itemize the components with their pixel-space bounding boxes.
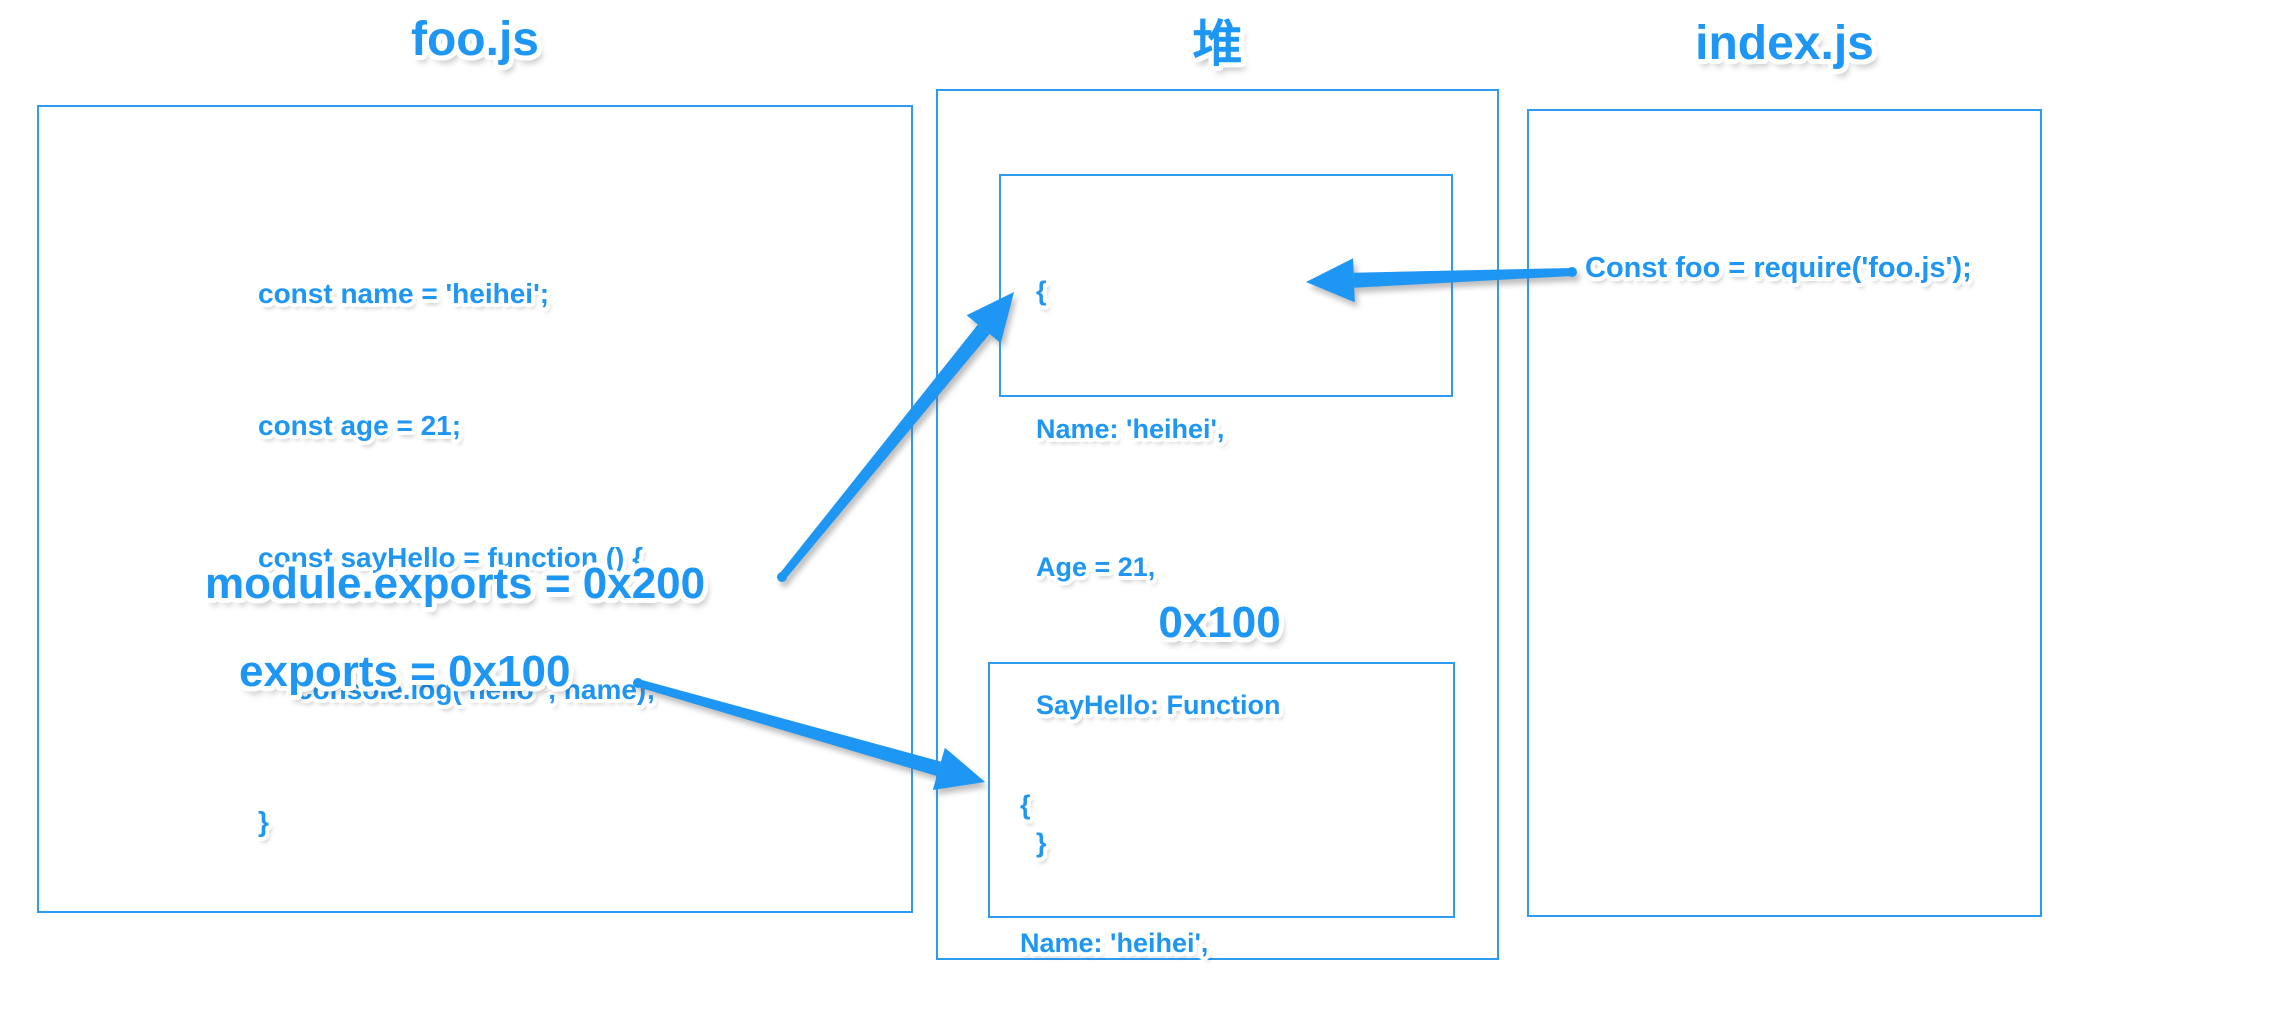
heap-object-top-text: { Name: 'heihei', Age = 21, SayHello: Fu… bbox=[1036, 176, 1281, 958]
foo-code-line: const sayHello = function () { bbox=[258, 542, 644, 573]
foo-js-title: foo.js bbox=[411, 13, 539, 66]
foo-code-line: } bbox=[258, 806, 269, 837]
heap-object-line: { bbox=[1036, 276, 1047, 306]
index-js-title: index.js bbox=[1695, 17, 1874, 70]
heap-object-line: } bbox=[1036, 828, 1047, 858]
foo-code-line: const age = 21; bbox=[258, 410, 462, 441]
address-label-0x100: 0x100 bbox=[1158, 598, 1281, 647]
index-js-box bbox=[1527, 109, 2042, 917]
foo-code-line: const name = 'heihei'; bbox=[258, 278, 550, 309]
heap-object-line: { bbox=[1020, 790, 1031, 820]
heap-object-bottom-box bbox=[988, 662, 1455, 918]
heap-object-line: Age = 21, bbox=[1036, 552, 1156, 582]
foo-code-block: const name = 'heihei'; const age = 21; c… bbox=[258, 184, 656, 932]
heap-object-line: Name: 'heihei', bbox=[1020, 928, 1209, 958]
heap-object-line: Name: 'heihei', bbox=[1036, 414, 1225, 444]
index-code-line: Const foo = require('foo.js'); bbox=[1585, 252, 1972, 284]
heap-object-line: SayHello: Function bbox=[1036, 690, 1281, 720]
heap-title: 堆 bbox=[1192, 16, 1243, 72]
annotation-exports: exports = 0x100 bbox=[239, 647, 571, 696]
heap-object-bottom-text: { Name: 'heihei', Age = 21, SayHello: Fu… bbox=[1020, 690, 1265, 1012]
annotation-module-exports: module.exports = 0x200 bbox=[205, 559, 706, 608]
